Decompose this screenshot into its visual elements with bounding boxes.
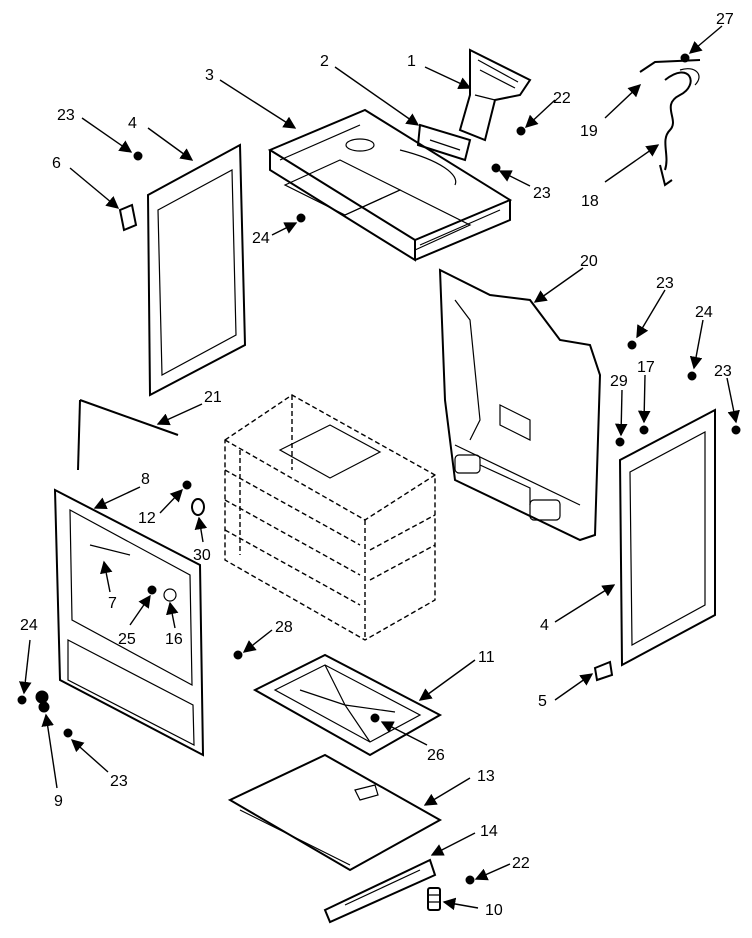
callout-11: 11 bbox=[478, 649, 495, 666]
callout-17: 17 bbox=[637, 359, 655, 376]
part-bracket bbox=[416, 123, 472, 162]
callout-22-bottom: 22 bbox=[512, 855, 530, 872]
part-broiler-pan bbox=[252, 653, 443, 757]
callout-23-c: 23 bbox=[656, 275, 674, 292]
part-top-burner-box bbox=[267, 108, 513, 262]
part-small-clip bbox=[593, 660, 614, 682]
callout-18: 18 bbox=[581, 193, 599, 210]
part-clip bbox=[118, 203, 138, 232]
callout-29: 29 bbox=[610, 373, 628, 390]
part-drawer-rail bbox=[323, 858, 437, 924]
callout-30: 30 bbox=[193, 547, 211, 564]
callout-9: 9 bbox=[54, 793, 63, 810]
callout-13: 13 bbox=[477, 768, 495, 785]
screw-fasteners bbox=[17, 53, 741, 885]
callout-23-a: 23 bbox=[57, 107, 75, 124]
callout-28: 28 bbox=[275, 619, 293, 636]
callout-23-e: 23 bbox=[110, 773, 128, 790]
callout-26: 26 bbox=[427, 747, 445, 764]
callout-22-top: 22 bbox=[553, 90, 571, 107]
part-plug bbox=[191, 498, 205, 516]
callout-23-d: 23 bbox=[714, 363, 732, 380]
callout-2: 2 bbox=[320, 53, 329, 70]
callout-12: 12 bbox=[138, 510, 156, 527]
part-valve bbox=[35, 690, 50, 713]
callout-4-left: 4 bbox=[128, 115, 137, 132]
part-gasket-wire bbox=[77, 399, 179, 471]
part-rear-panel bbox=[438, 268, 602, 542]
part-bottom-panel bbox=[227, 753, 443, 872]
callout-24-c: 24 bbox=[20, 617, 38, 634]
callout-23-b: 23 bbox=[533, 185, 551, 202]
callout-7: 7 bbox=[108, 595, 117, 612]
part-side-panel-left bbox=[146, 143, 247, 397]
callout-3: 3 bbox=[205, 67, 214, 84]
callout-10: 10 bbox=[485, 902, 503, 919]
callout-14: 14 bbox=[480, 823, 498, 840]
leader-lines bbox=[18, 25, 740, 911]
callout-6: 6 bbox=[52, 155, 61, 172]
part-oven-cavity bbox=[224, 394, 436, 641]
callout-labels: 1 2 3 4 4 5 6 7 8 9 10 11 12 13 14 16 17… bbox=[20, 11, 734, 919]
callout-27: 27 bbox=[716, 11, 734, 28]
callout-8: 8 bbox=[141, 471, 150, 488]
callout-19: 19 bbox=[580, 123, 598, 140]
part-front-frame bbox=[53, 488, 205, 757]
callout-24-b: 24 bbox=[695, 304, 713, 321]
callout-4-right: 4 bbox=[540, 617, 549, 634]
part-power-cord bbox=[639, 59, 701, 187]
part-side-panel-right bbox=[618, 408, 716, 667]
callout-21: 21 bbox=[204, 389, 222, 406]
callout-16: 16 bbox=[165, 631, 183, 648]
callout-20: 20 bbox=[580, 253, 598, 270]
callout-25: 25 bbox=[118, 631, 136, 648]
part-leveling-leg bbox=[427, 887, 441, 911]
callout-1: 1 bbox=[407, 53, 416, 70]
callout-5: 5 bbox=[538, 693, 547, 710]
callout-24-a: 24 bbox=[252, 230, 270, 247]
part-vent-duct bbox=[458, 48, 532, 142]
